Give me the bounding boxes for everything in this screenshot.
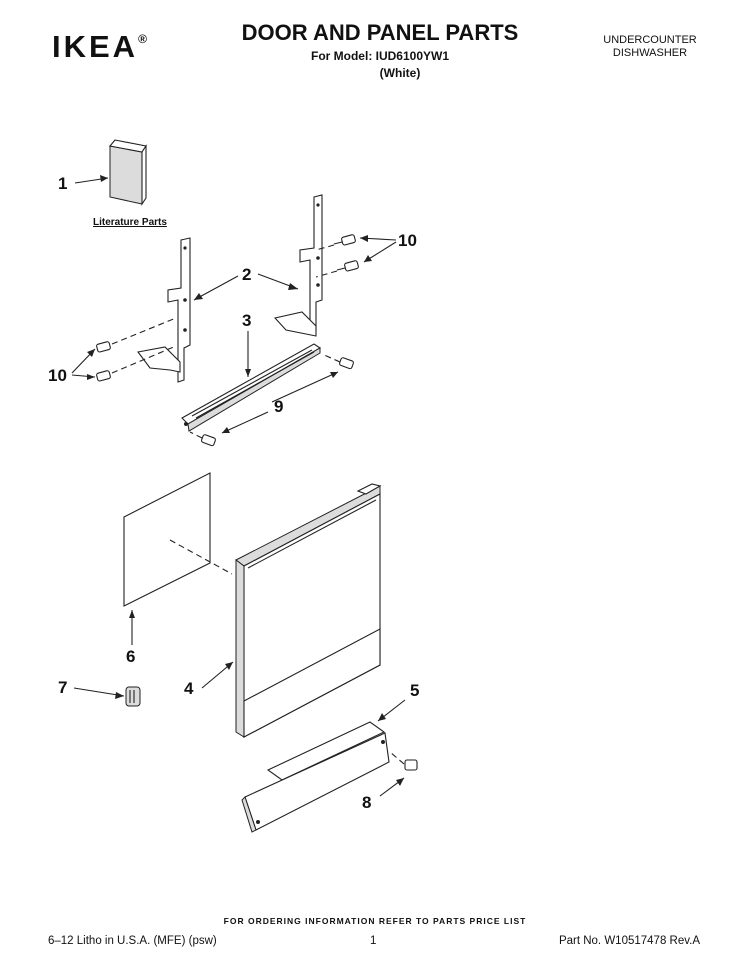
ordering-note: FOR ORDERING INFORMATION REFER TO PARTS … (223, 916, 527, 926)
leader-8 (379, 777, 405, 797)
leader-10-left (71, 348, 96, 380)
screw-path-lower-right (315, 270, 338, 278)
toe-kick-screw (389, 751, 418, 771)
callout-3: 3 (242, 311, 251, 330)
litho-info: 6–12 Litho in U.S.A. (MFE) (psw) (48, 935, 217, 947)
screw-path-upper-right (315, 244, 335, 251)
bracket-screw-upper-right (333, 234, 356, 246)
page-number: 1 (370, 935, 377, 947)
leader-3 (245, 331, 251, 377)
page-title: DOOR AND PANEL PARTS (241, 20, 519, 45)
callout-5: 5 (410, 681, 419, 700)
screw-path-lower-left (111, 345, 177, 374)
product-type-line2: DISHWASHER (612, 46, 688, 59)
rail-screw-right (321, 353, 354, 370)
brand-logo: IKEA® (52, 31, 147, 62)
bracket-screw-lower-right (336, 260, 359, 272)
left-door-bracket (137, 237, 191, 383)
door-top-rail (181, 343, 322, 432)
model-color: (White) (379, 66, 421, 80)
callout-9: 9 (274, 397, 283, 416)
callout-2: 2 (242, 265, 251, 284)
handle-insert (125, 686, 141, 707)
callout-1: 1 (58, 174, 67, 193)
callout-6: 6 (126, 647, 135, 666)
toe-kick-panel (241, 721, 390, 833)
product-type-line1: UNDERCOUNTER (603, 34, 697, 46)
leader-9 (221, 371, 339, 434)
leader-1 (74, 175, 109, 184)
door-insulation-panel (123, 472, 233, 607)
bracket-screw-upper-left (96, 341, 111, 353)
leader-5 (377, 699, 406, 722)
product-type: UNDERCOUNTER DISHWASHER (580, 34, 720, 59)
rail-screw-left (189, 431, 216, 447)
part-number: Part No. W10517478 Rev.A (558, 935, 700, 947)
registered-mark: ® (138, 32, 147, 46)
screw-path-upper-left (111, 317, 177, 345)
leader-7 (73, 687, 125, 699)
literature-parts-label: Literature Parts (93, 217, 167, 228)
brand-name: IKEA (52, 29, 139, 64)
callout-8: 8 (362, 793, 371, 812)
outer-door-panel (235, 483, 382, 738)
bracket-screw-lower-left (96, 370, 111, 382)
callout-7: 7 (58, 678, 67, 697)
leader-10-right (359, 235, 397, 263)
callout-10-right: 10 (398, 231, 417, 250)
callout-4: 4 (184, 679, 194, 698)
leader-2 (193, 273, 299, 301)
right-door-bracket (273, 194, 323, 337)
model-line: For Model: IUD6100YW1 (310, 49, 450, 63)
callout-10-left: 10 (48, 366, 67, 385)
leader-4 (201, 661, 234, 689)
literature-parts-booklet (108, 139, 147, 206)
leader-6 (129, 610, 135, 645)
